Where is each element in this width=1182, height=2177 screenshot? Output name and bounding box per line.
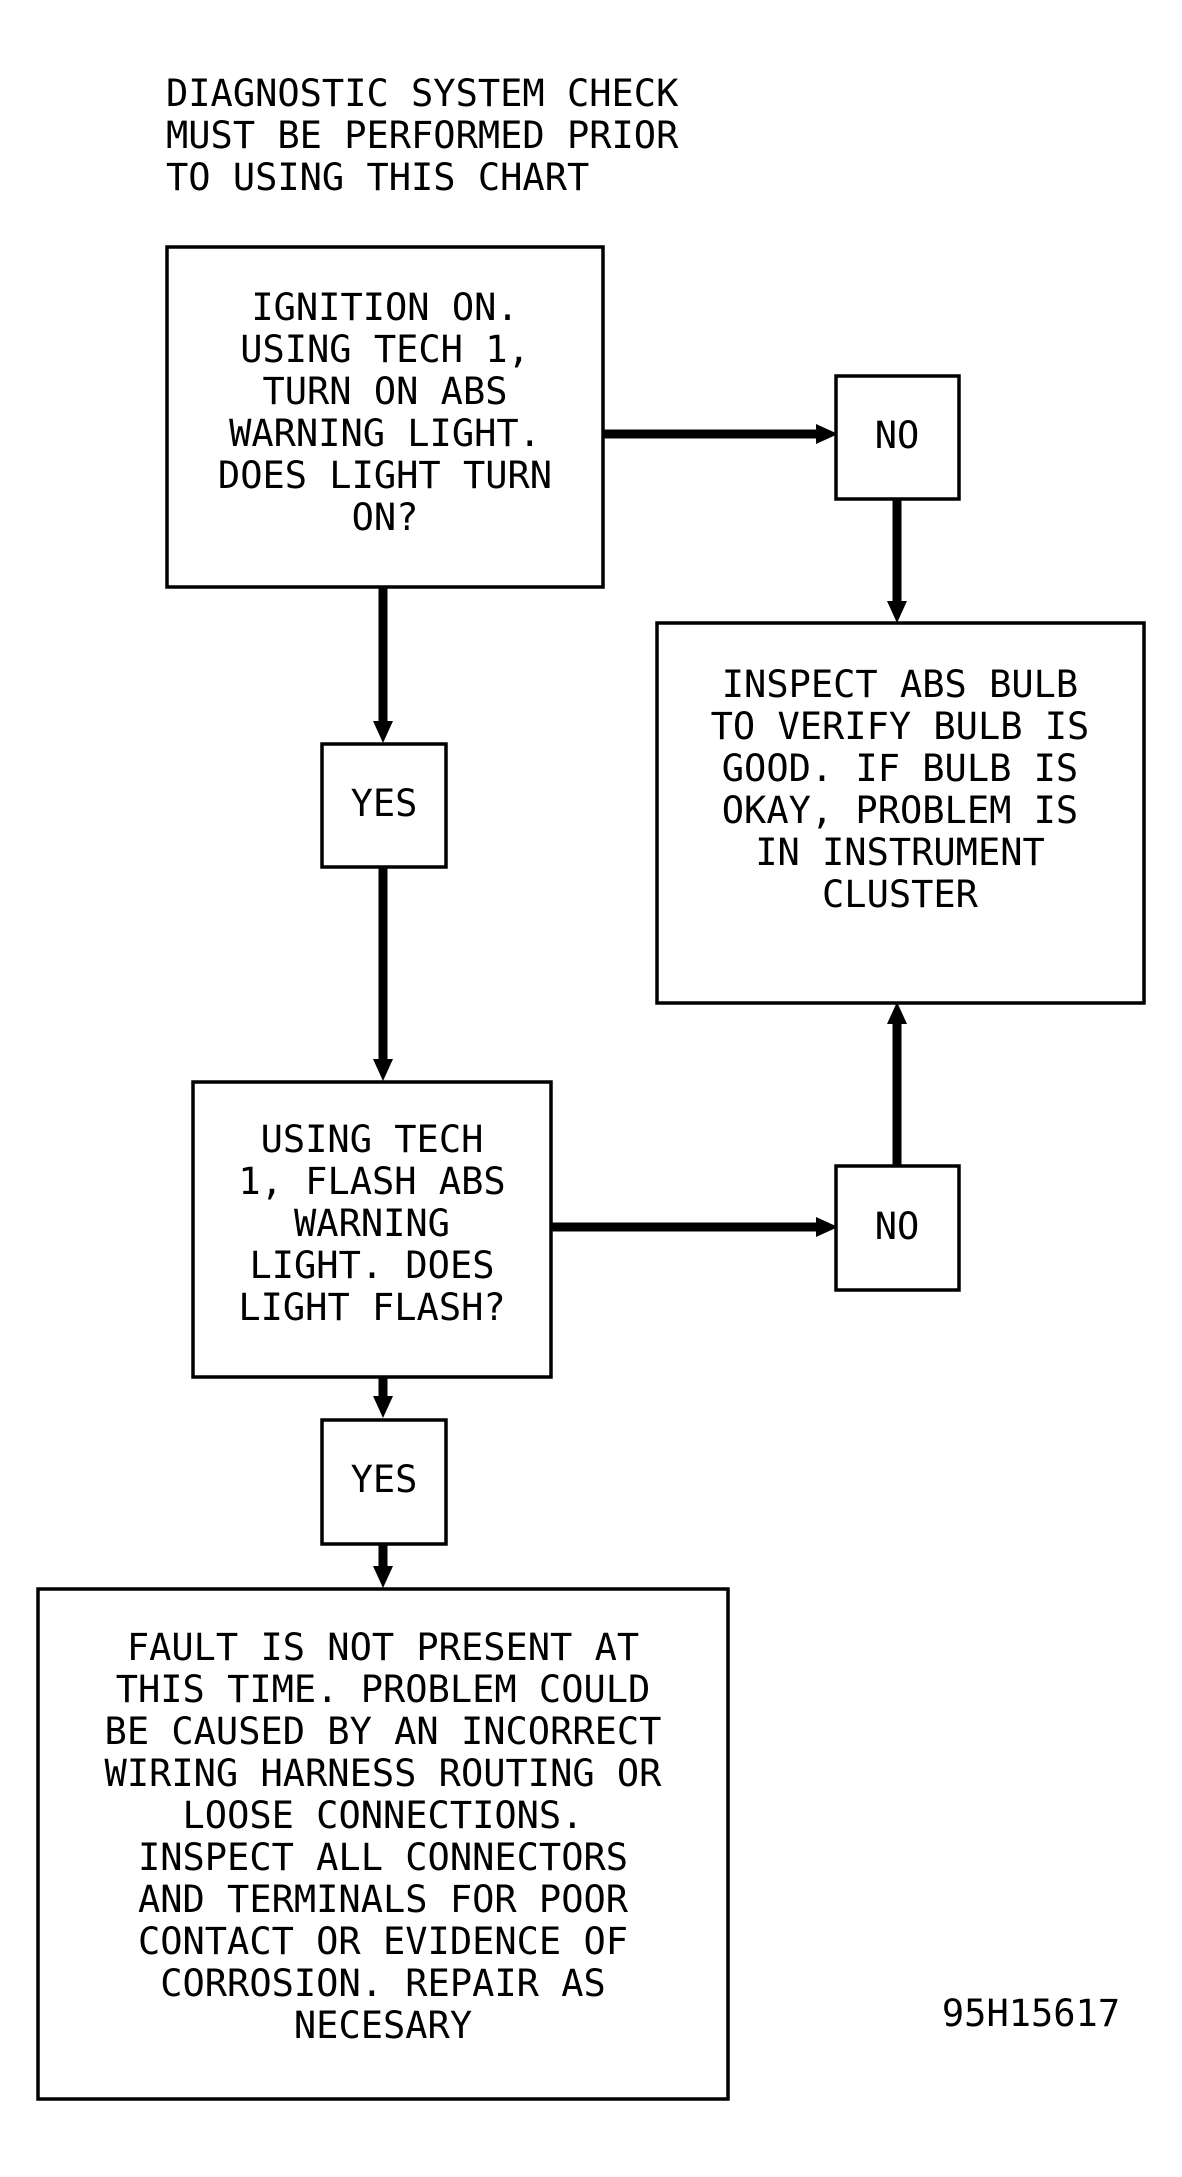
fault-line: BE CAUSED BY AN INCORRECT — [105, 1710, 662, 1753]
yes-label: YES — [351, 782, 418, 825]
header-note-line: DIAGNOSTIC SYSTEM CHECK — [166, 72, 679, 115]
yes-box-top: YES — [320, 742, 448, 869]
inspect-bulb-line: IN INSTRUMENT — [755, 831, 1045, 874]
step2-line: LIGHT FLASH? — [238, 1286, 505, 1329]
fault-line: FAULT IS NOT PRESENT AT — [127, 1626, 639, 1669]
arrowhead-right — [816, 1217, 838, 1237]
inspect-bulb-frame — [655, 621, 1146, 1005]
no-label: NO — [875, 414, 920, 457]
no-frame — [834, 1164, 961, 1292]
step2-line: WARNING — [294, 1202, 450, 1245]
arrowhead-down — [373, 1566, 393, 1588]
fault-line: LOOSE CONNECTIONS. — [183, 1794, 584, 1837]
step1-line: WARNING LIGHT. — [229, 412, 541, 455]
yes-label: YES — [351, 1458, 418, 1501]
connectors — [373, 424, 907, 1588]
no-box-top: NO — [834, 374, 961, 501]
fault-line: AND TERMINALS FOR POOR — [138, 1878, 629, 1921]
no-frame — [834, 374, 961, 501]
step1-line: ON? — [352, 496, 419, 539]
no-box-bottom: NO — [834, 1164, 961, 1292]
step2-line: 1, FLASH ABS — [238, 1160, 505, 1203]
figure-id: 95H15617 — [942, 1992, 1120, 2035]
inspect-bulb-line: GOOD. IF BULB IS — [722, 747, 1078, 790]
fault-line: CORROSION. REPAIR AS — [160, 1962, 606, 2005]
step2-frame — [191, 1080, 553, 1379]
fault-box: FAULT IS NOT PRESENT AT THIS TIME. PROBL… — [36, 1587, 730, 2101]
fault-line: INSPECT ALL CONNECTORS — [138, 1836, 628, 1879]
step1-line: IGNITION ON. — [251, 286, 518, 329]
inspect-bulb-box: INSPECT ABS BULB TO VERIFY BULB IS GOOD.… — [655, 621, 1146, 1005]
header-note-line: TO USING THIS CHART — [166, 156, 589, 199]
yes-box-bottom: YES — [320, 1418, 448, 1546]
header-note: DIAGNOSTIC SYSTEM CHECK MUST BE PERFORME… — [166, 72, 679, 199]
step2-line: LIGHT. DOES — [249, 1244, 494, 1287]
arrowhead-down — [373, 1396, 393, 1418]
step2-line: USING TECH — [261, 1118, 484, 1161]
fault-line: NECESARY — [294, 2004, 472, 2047]
inspect-bulb-line: INSPECT ABS BULB — [722, 663, 1078, 706]
arrowhead-right — [816, 424, 838, 444]
inspect-bulb-line: TO VERIFY BULB IS — [711, 705, 1090, 748]
arrowhead-down — [373, 1059, 393, 1081]
arrowhead-down — [373, 721, 393, 743]
step1-line: USING TECH 1, — [240, 328, 530, 371]
step1-frame — [165, 245, 605, 589]
header-note-line: MUST BE PERFORMED PRIOR — [166, 114, 679, 157]
yes-frame — [320, 1418, 448, 1546]
arrowhead-down — [887, 601, 907, 623]
step1-box: IGNITION ON. USING TECH 1, TURN ON ABS W… — [165, 245, 605, 589]
inspect-bulb-line: CLUSTER — [822, 873, 979, 916]
yes-frame — [320, 742, 448, 869]
fault-line: CONTACT OR EVIDENCE OF — [138, 1920, 628, 1963]
step1-line: DOES LIGHT TURN — [218, 454, 552, 497]
fault-line: THIS TIME. PROBLEM COULD — [116, 1668, 651, 1711]
step2-box: USING TECH 1, FLASH ABS WARNING LIGHT. D… — [191, 1080, 553, 1379]
fault-frame — [36, 1587, 730, 2101]
step1-line: TURN ON ABS — [262, 370, 507, 413]
fault-line: WIRING HARNESS ROUTING OR — [105, 1752, 663, 1795]
no-label: NO — [875, 1205, 920, 1248]
inspect-bulb-line: OKAY, PROBLEM IS — [722, 789, 1078, 832]
arrowhead-up — [887, 1002, 907, 1024]
